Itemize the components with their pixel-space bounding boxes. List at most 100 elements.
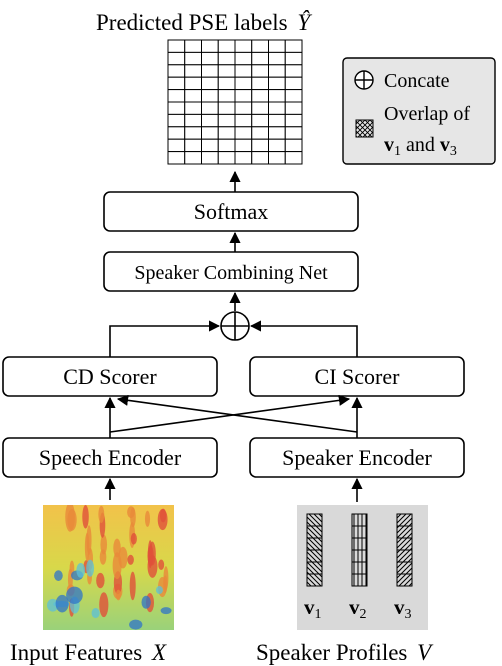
- spectrogram-blob: [127, 506, 135, 518]
- label-grid-cell: [184, 126, 202, 140]
- pse-label-grid: [167, 39, 303, 165]
- label-grid-cell-active: [251, 126, 269, 140]
- label-grid-cell: [167, 64, 186, 78]
- spectrogram-blob: [82, 505, 89, 529]
- spectrogram-blob: [129, 571, 136, 601]
- label-grid-cell: [234, 51, 253, 66]
- speaker-profile-column-2: [351, 513, 368, 587]
- speaker-profile-label-3: v3: [394, 595, 412, 622]
- legend-overlap-line1: Overlap of: [384, 103, 470, 125]
- label-grid-cell: [184, 76, 202, 91]
- label-grid-cell: [284, 64, 303, 78]
- label-grid-cell: [234, 89, 253, 103]
- input-spectrogram-image: [43, 505, 174, 630]
- speaker-encoder-label: Speaker Encoder: [282, 445, 432, 470]
- label-grid-cell: [284, 89, 303, 103]
- label-grid-cell: [201, 101, 219, 115]
- speaker-profile-column-3: [396, 513, 413, 587]
- label-grid-cell-active: [167, 51, 186, 66]
- label-grid-cell: [268, 89, 286, 103]
- spectrogram-blob: [96, 572, 105, 589]
- label-grid-cell: [201, 113, 219, 128]
- spectrogram-blob: [147, 555, 158, 578]
- label-grid-cell: [284, 51, 303, 66]
- spectrogram-blob: [98, 505, 105, 523]
- edge-ci-to-concat: [249, 320, 358, 357]
- label-grid-cell: [251, 89, 269, 103]
- spectrogram-blob: [160, 607, 172, 615]
- label-grid-cell: [234, 39, 253, 53]
- label-grid-cell: [184, 138, 202, 153]
- spectrogram-blob: [99, 592, 109, 618]
- edge-speaker-to-cd: [116, 394, 358, 433]
- label-grid-cell: [217, 51, 236, 66]
- label-grid-cell: [268, 76, 286, 91]
- label-grid-cell: [217, 126, 236, 140]
- spectrogram-blob: [86, 559, 95, 577]
- label-grid-cell: [234, 101, 253, 115]
- label-grid-cell: [167, 126, 186, 140]
- spectrogram-blob: [130, 533, 137, 545]
- label-grid-cell: [167, 76, 186, 91]
- label-grid-cell: [268, 138, 286, 153]
- label-grid-cell: [184, 89, 202, 103]
- label-grid-cell: [251, 64, 269, 78]
- label-grid-cell: [184, 39, 202, 53]
- cd-scorer-box: CD Scorer: [2, 356, 218, 397]
- label-grid-cell: [217, 64, 236, 78]
- spectrogram-blob: [144, 510, 151, 527]
- spectrogram-blob: [100, 534, 108, 555]
- label-grid-cell: [284, 138, 303, 153]
- ci-scorer-label: CI Scorer: [315, 364, 401, 389]
- spectrogram-blob: [91, 607, 100, 619]
- speaker-combining-net-label: Speaker Combining Net: [134, 262, 328, 284]
- label-grid-cell: [268, 126, 286, 140]
- spectrogram-blob: [65, 505, 75, 532]
- label-grid-cell: [251, 101, 269, 115]
- spectrogram-blob: [76, 562, 86, 578]
- label-grid-cell: [167, 89, 186, 103]
- spectrogram-blob: [129, 619, 143, 630]
- label-grid-cell: [268, 51, 286, 66]
- label-grid-cell: [184, 101, 202, 115]
- label-grid-cell: [268, 39, 286, 53]
- speaker-encoder-box: Speaker Encoder: [249, 437, 465, 478]
- label-grid-cell: [284, 151, 303, 165]
- label-grid-cell-active: [234, 126, 253, 140]
- label-grid-cell: [251, 138, 269, 153]
- label-grid-cell: [268, 64, 286, 78]
- ci-scorer-box: CI Scorer: [249, 356, 465, 397]
- spectrogram-blob: [159, 508, 167, 523]
- label-grid-cell: [167, 151, 186, 165]
- label-grid-cell: [217, 76, 236, 91]
- label-grid-cell: [167, 39, 186, 53]
- label-grid-cell: [284, 76, 303, 91]
- spectrogram-blob: [141, 595, 151, 609]
- label-grid-cell: [251, 39, 269, 53]
- label-grid-cell: [167, 113, 186, 128]
- label-grid-cell: [251, 76, 269, 91]
- concat-symbol-icon: [354, 70, 374, 90]
- label-grid-cell: [268, 101, 286, 115]
- softmax-label: Softmax: [194, 199, 269, 224]
- label-grid-cell: [217, 101, 236, 115]
- speaker-combining-net-box: Speaker Combining Net: [103, 251, 359, 292]
- label-grid-cell: [234, 64, 253, 78]
- label-grid-cell: [234, 138, 253, 153]
- spectrogram-blob: [127, 554, 134, 565]
- speech-encoder-box: Speech Encoder: [2, 437, 218, 478]
- input-features-caption: Input Features X: [10, 640, 167, 665]
- spectrogram-blob: [158, 559, 165, 570]
- output-title: Predicted PSE labels Ŷ: [96, 10, 312, 35]
- label-grid-cell: [201, 51, 219, 66]
- label-grid-cell: [184, 113, 202, 128]
- label-grid-cell: [234, 151, 253, 165]
- spectrogram-blob: [54, 570, 63, 581]
- label-grid-cell: [217, 151, 236, 165]
- label-grid-cell: [284, 126, 303, 140]
- spectrogram-blob: [66, 586, 83, 604]
- speaker-profile-label-2: v2: [349, 595, 367, 622]
